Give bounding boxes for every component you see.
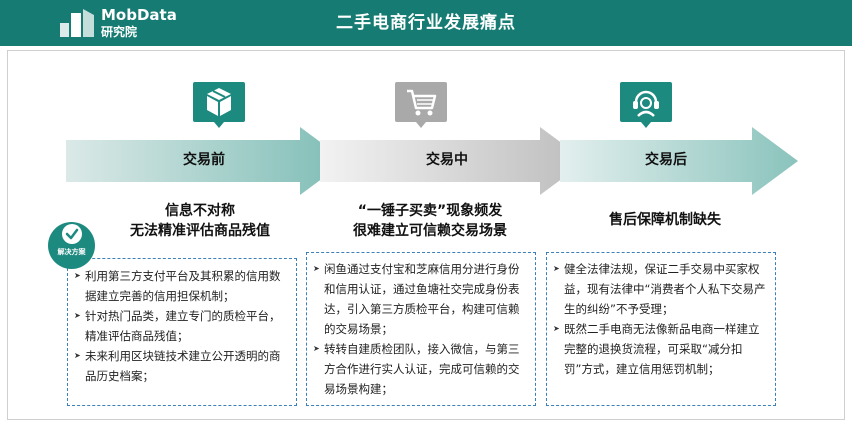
solution-item: 闲鱼通过支付宝和芝麻信用分进行身份和信用认证，通过鱼塘社交完成身份表达，引入第三… [313, 259, 529, 339]
solution-item: 针对热门品类，建立专门的质检平台，精准评估商品残值； [74, 306, 290, 346]
logo-name: MobData [101, 6, 177, 24]
stage-label-before: 交易前 [183, 152, 225, 168]
solution-item: 利用第三方支付平台及其积累的信用数据建立完善的信用担保机制； [74, 266, 290, 306]
customer-service-icon [620, 82, 672, 128]
issue-before-line-1: 信息不对称 [165, 203, 235, 219]
issue-after: 售后保障机制缺失 [545, 210, 785, 230]
check-icon [62, 224, 82, 244]
page-title: 二手电商行业发展痛点 [336, 13, 516, 33]
solution-badge-label: 解决方案 [57, 248, 86, 256]
shopping-cart-icon [395, 82, 447, 128]
arrow-before [66, 127, 346, 195]
content-frame [7, 50, 845, 420]
header-bar: MobData 研究院 二手电商行业发展痛点 [0, 0, 852, 46]
issue-before: 信息不对称 无法精准评估商品残值 [80, 201, 320, 241]
solution-item: 健全法律法规，保证二手交易中买家权益，现有法律中“消费者个人私下交易产生的纠纷”… [553, 259, 769, 319]
solution-item: 既然二手电商无法像新品电商一样建立完整的退换货流程，可采取“减分扣罚”方式，建立… [553, 319, 769, 379]
issue-during: “一锤子买卖”现象频发 很难建立可信赖交易场景 [310, 201, 550, 241]
issue-during-line-2: 很难建立可信赖交易场景 [353, 223, 507, 239]
issue-after-line-1: 售后保障机制缺失 [609, 212, 721, 228]
logo-subtitle: 研究院 [101, 25, 138, 39]
arrow-during [320, 127, 586, 195]
solution-box-after: 健全法律法规，保证二手交易中买家权益，现有法律中“消费者个人私下交易产生的纠纷”… [546, 252, 776, 406]
issue-during-line-1: “一锤子买卖”现象频发 [357, 203, 503, 219]
issue-before-line-2: 无法精准评估商品残值 [130, 223, 270, 239]
arrow-after [560, 127, 798, 195]
solution-box-during: 闲鱼通过支付宝和芝麻信用分进行身份和信用认证，通过鱼塘社交完成身份表达，引入第三… [306, 252, 536, 406]
package-icon [193, 82, 245, 128]
solution-item: 转转自建质检团队，接入微信，与第三方合作进行实人认证，完成可信赖的交易场景构建； [313, 339, 529, 399]
solution-box-before: 利用第三方支付平台及其积累的信用数据建立完善的信用担保机制； 针对热门品类，建立… [67, 258, 297, 406]
stage-label-during: 交易中 [426, 152, 468, 168]
stage-label-after: 交易后 [645, 152, 687, 168]
logo-icon [60, 9, 94, 37]
solution-item: 未来利用区块链技术建立公开透明的商品历史档案； [74, 346, 290, 386]
